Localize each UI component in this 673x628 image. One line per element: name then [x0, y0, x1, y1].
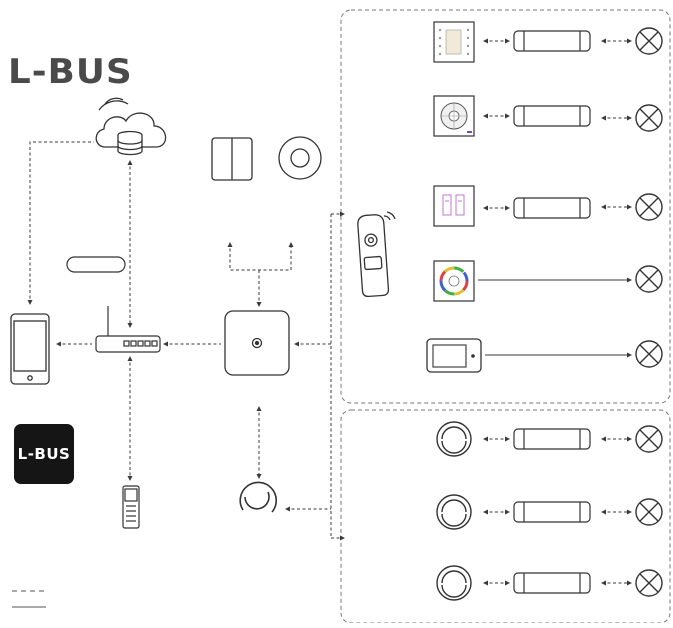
round-sensor-2	[436, 494, 472, 530]
app-icon: L-BUS	[14, 424, 74, 484]
rotary-sensor-icon	[239, 481, 277, 513]
panel-group-bottom	[340, 409, 671, 624]
touch-panel-1	[433, 21, 475, 63]
wifi-router-icon	[95, 306, 161, 353]
round-dimmer-icon	[278, 136, 322, 180]
lamp-icon	[635, 27, 663, 597]
solid-connections	[478, 277, 632, 358]
cloud-server-icon	[95, 97, 167, 156]
rgb-touch-panel	[433, 260, 475, 302]
smartphone-icon	[10, 313, 50, 385]
lbus-controller-icon	[224, 310, 290, 376]
brand-title: L-BUS	[8, 52, 133, 92]
rf-remote-icon	[357, 211, 396, 298]
pill-module	[66, 256, 126, 273]
round-sensor-3	[436, 565, 472, 601]
panel-group-top	[340, 9, 671, 404]
keypad-panel-icon	[122, 485, 140, 529]
lcd-panel	[426, 338, 482, 373]
wall-switch-icon	[211, 137, 253, 181]
round-sensor-1	[436, 421, 472, 457]
touch-panel-2	[433, 95, 475, 137]
bus-connections	[27, 38, 632, 586]
led-driver-icon	[513, 30, 591, 594]
legend	[12, 590, 46, 608]
touch-panel-3	[433, 185, 475, 227]
app-icon-label: L-BUS	[17, 445, 71, 463]
